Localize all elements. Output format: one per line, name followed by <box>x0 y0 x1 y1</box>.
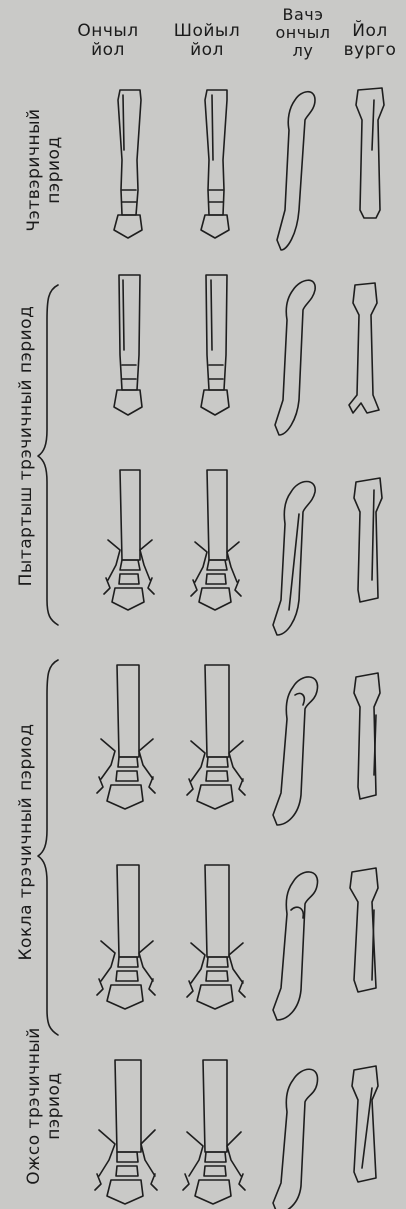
forearm-middle-tertiary-1 <box>273 677 318 825</box>
forearm-early-tertiary <box>273 1069 318 1209</box>
forefoot-quaternary <box>114 90 142 238</box>
hindfoot-middle-tertiary-1 <box>187 665 245 809</box>
shin-middle-tertiary-1 <box>354 673 380 799</box>
brace-middle-tertiary <box>38 660 58 1035</box>
forearm-late-tertiary-2 <box>273 482 315 636</box>
shin-quaternary <box>356 88 384 218</box>
forefoot-early-tertiary <box>95 1060 157 1204</box>
hindfoot-late-tertiary-1 <box>201 275 229 415</box>
forearm-middle-tertiary-2 <box>273 872 318 1020</box>
shin-late-tertiary-2 <box>354 478 382 602</box>
forefoot-late-tertiary-1 <box>114 275 142 415</box>
hindfoot-early-tertiary <box>183 1060 245 1204</box>
forefoot-middle-tertiary-2 <box>97 865 155 1009</box>
shin-early-tertiary <box>352 1066 378 1182</box>
hindfoot-quaternary <box>201 90 229 238</box>
shin-middle-tertiary-2 <box>350 868 378 992</box>
forearm-quaternary <box>277 92 315 250</box>
forearm-late-tertiary-1 <box>275 280 315 435</box>
brace-late-tertiary <box>38 285 58 625</box>
hindfoot-late-tertiary-2 <box>191 470 241 610</box>
shin-late-tertiary-1 <box>349 283 379 413</box>
hindfoot-middle-tertiary-2 <box>187 865 245 1009</box>
forefoot-late-tertiary-2 <box>104 470 154 610</box>
forefoot-middle-tertiary-1 <box>97 665 155 809</box>
